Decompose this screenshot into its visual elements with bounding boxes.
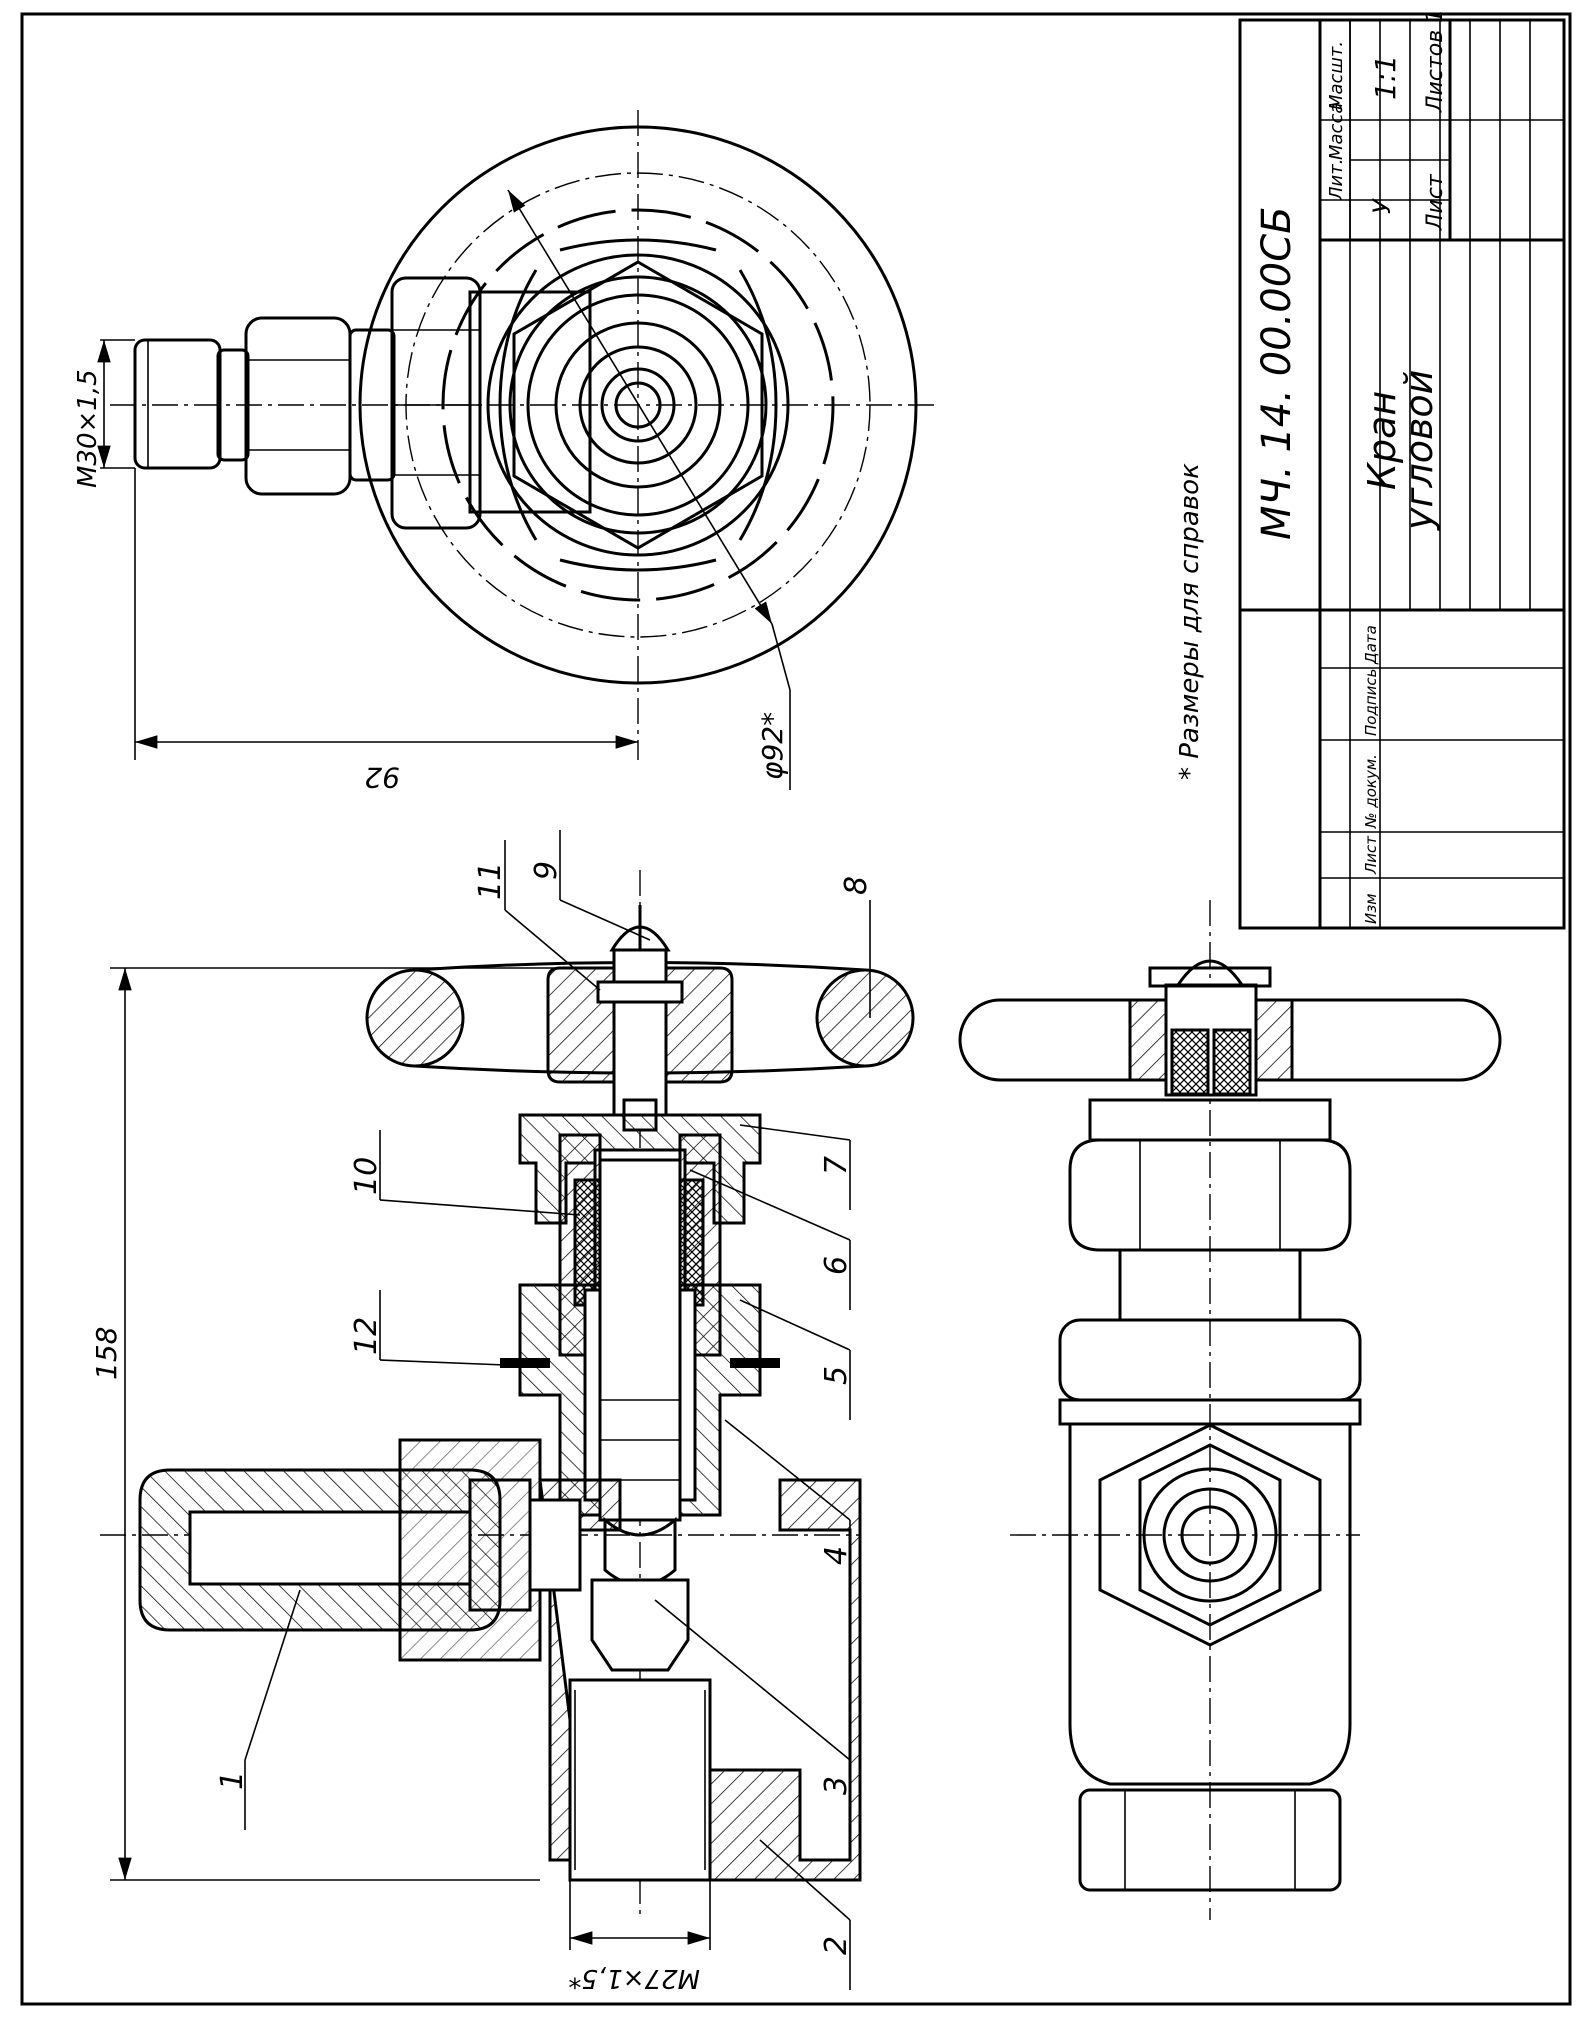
part-label-5: 5	[819, 1366, 854, 1385]
lit-value: У	[1368, 198, 1396, 214]
part-label-2: 2	[819, 1936, 854, 1955]
part-label-12: 12	[349, 1317, 384, 1355]
sheets-label: Листов 1	[1423, 9, 1448, 113]
side-view	[958, 900, 1502, 1920]
col-izm: Изм	[1362, 893, 1380, 924]
lit-header: Лит.	[1326, 159, 1347, 201]
part-label-6: 6	[819, 1256, 854, 1275]
title-block: МЧ. 14. 00.00СБ Кран угловой Лит. Масса …	[1238, 9, 1566, 930]
dim-thread-side: M30×1,5	[73, 369, 103, 488]
scale-value: 1:1	[1369, 55, 1402, 100]
part-label-1: 1	[215, 1771, 250, 1790]
section-view: 158 M27×1,5*	[90, 830, 915, 1993]
col-sign: Подпись	[1362, 669, 1380, 736]
outer-frame	[20, 12, 1572, 2006]
drawing-name-line2: угловой	[1397, 370, 1441, 531]
part-label-9: 9	[529, 861, 564, 880]
scale-header: Масшт.	[1326, 41, 1347, 110]
reference-note: * Размеры для справок	[1175, 463, 1205, 780]
part-label-10: 10	[349, 1157, 384, 1195]
part-label-7: 7	[819, 1156, 854, 1175]
part-label-11: 11	[473, 862, 508, 900]
drawing-designation: МЧ. 14. 00.00СБ	[1254, 206, 1300, 540]
part-label-4: 4	[819, 1546, 854, 1565]
col-list: Лист	[1362, 835, 1380, 875]
dim-offset: 92	[364, 761, 400, 794]
sheet-label: Лист	[1423, 173, 1448, 231]
dim-overall-height: 158	[90, 1327, 123, 1380]
part-label-8: 8	[839, 876, 874, 895]
part-label-3: 3	[819, 1776, 854, 1795]
dim-diameter: φ92*	[756, 712, 789, 780]
part-leaders	[244, 830, 871, 1990]
col-date: Дата	[1362, 625, 1380, 665]
dim-thread-bottom: M27×1,5*	[568, 1963, 700, 1993]
mass-header: Масса	[1326, 103, 1347, 160]
drawing-name-line1: Кран	[1360, 391, 1404, 490]
col-doc: № докум.	[1362, 754, 1380, 829]
top-view: M30×1,5 92 φ92*	[73, 110, 940, 794]
